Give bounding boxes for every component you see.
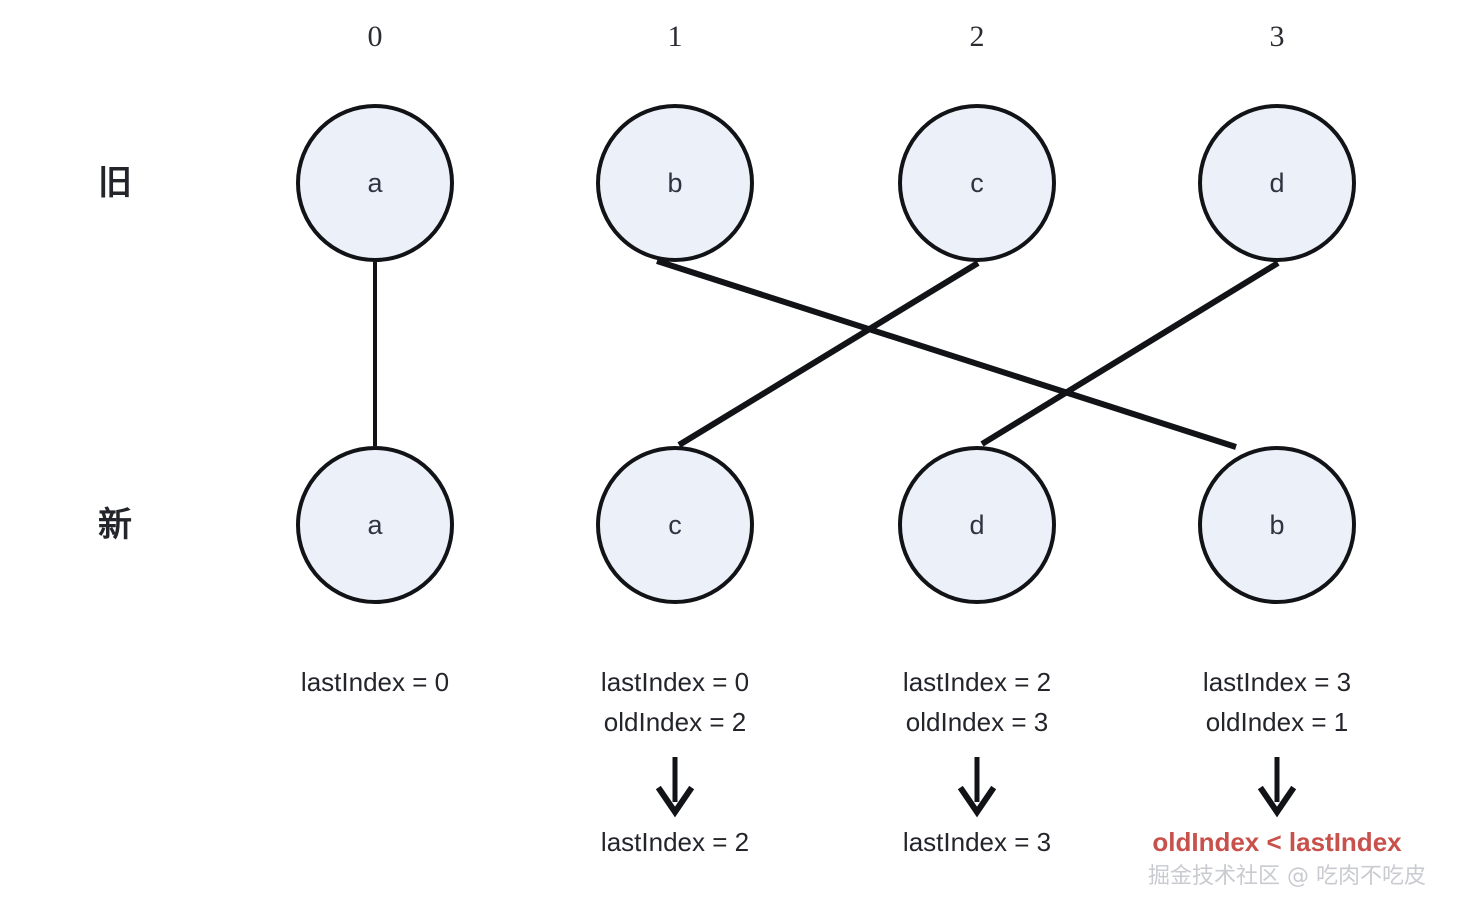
down-arrow-head-icon [957, 785, 997, 818]
node-old-0[interactable]: a [296, 104, 454, 262]
link-c [677, 260, 980, 448]
column-header-1: 1 [667, 20, 683, 53]
node-label: a [367, 167, 383, 198]
note-after-col-1: lastIndex = 2 [600, 827, 750, 857]
row-label-new: 新 [98, 505, 132, 545]
link-b [656, 258, 1237, 450]
column-header-0: 0 [367, 20, 383, 53]
note-before-col-2: lastIndex = 2 oldIndex = 3 [902, 667, 1052, 737]
node-new-1[interactable]: c [596, 446, 754, 604]
row-label-old: 旧 [98, 163, 132, 203]
note-after-col-3: oldIndex < lastIndex [1152, 827, 1402, 857]
node-label: b [1269, 509, 1285, 540]
note-before-col-1: lastIndex = 0 oldIndex = 2 [600, 667, 750, 737]
down-arrow-head-icon [1257, 785, 1297, 818]
node-label: c [970, 167, 984, 198]
note-before-col-3: lastIndex = 3 oldIndex = 1 [1202, 667, 1352, 737]
node-label: c [668, 509, 682, 540]
node-new-3[interactable]: b [1198, 446, 1356, 604]
node-label: d [969, 509, 985, 540]
column-header-2: 2 [969, 20, 985, 53]
down-arrow-head-icon [655, 785, 695, 818]
node-label: a [367, 509, 383, 540]
column-header-3: 3 [1269, 20, 1285, 53]
node-old-3[interactable]: d [1198, 104, 1356, 262]
node-new-2[interactable]: d [898, 446, 1056, 604]
node-new-0[interactable]: a [296, 446, 454, 604]
node-old-1[interactable]: b [596, 104, 754, 262]
watermark-text: 掘金技术社区 @ 吃肉不吃皮 [1148, 864, 1426, 889]
link-d [980, 260, 1280, 447]
node-label: b [667, 167, 683, 198]
note-before-col-0: lastIndex = 0 [300, 667, 450, 697]
node-label: d [1269, 167, 1285, 198]
node-old-2[interactable]: c [898, 104, 1056, 262]
note-after-col-2: lastIndex = 3 [902, 827, 1052, 857]
